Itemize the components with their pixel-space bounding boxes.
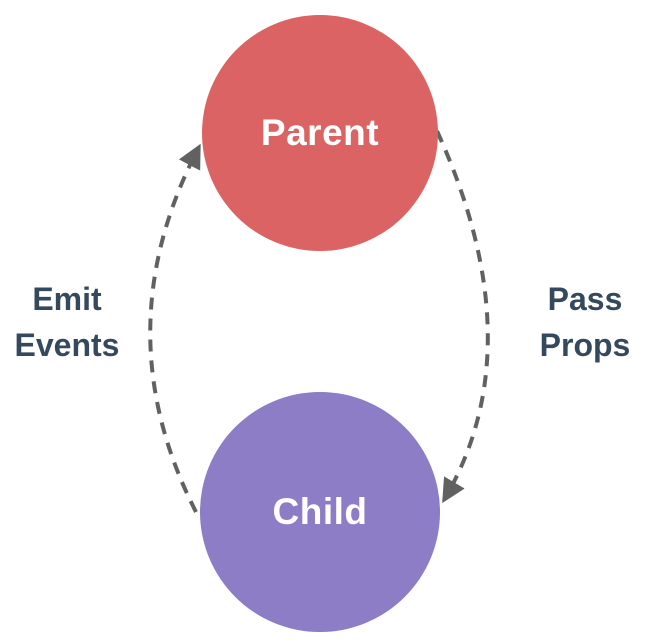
pass-props-label-line1: Pass [547, 281, 623, 317]
parent-node: Parent [202, 15, 438, 251]
child-node-label: Child [272, 491, 368, 532]
child-node: Child [200, 392, 440, 632]
pass-props-arrow [435, 130, 490, 504]
parent-node-label: Parent [260, 112, 380, 153]
emit-events-arrow [148, 143, 201, 513]
emit-events-label-line1: Emit [32, 281, 102, 317]
pass-props-label-line2: Props [539, 327, 631, 363]
emit-events-label-line2: Events [14, 327, 120, 363]
emit-events-label: Emit Events [0, 276, 134, 368]
pass-props-label: Pass Props [514, 276, 656, 368]
